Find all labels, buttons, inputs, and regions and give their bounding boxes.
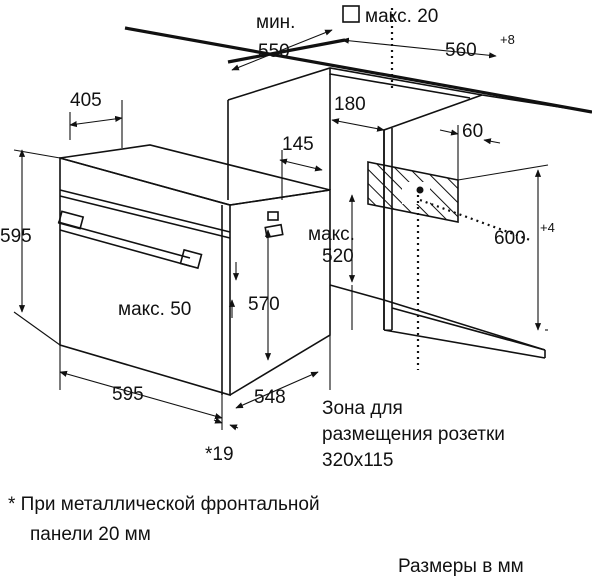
oven-door-handle [57, 210, 203, 270]
max-20-box-icon [342, 5, 360, 23]
footnote-line1: * При металлической фронтальной [8, 494, 320, 515]
depth-405-label: 405 [70, 90, 102, 111]
dim-60-label: 60 [462, 121, 483, 142]
max-20-label: макс. 20 [365, 6, 438, 27]
depth-548-label: 548 [254, 387, 286, 408]
dim-180-label: 180 [334, 94, 366, 115]
min-depth-label: 550 [258, 41, 290, 62]
niche-height-tol: +4 [540, 220, 555, 235]
bracket-icon [267, 211, 279, 221]
socket-zone-line1: Зона для [322, 398, 403, 419]
min-label: мин. [256, 12, 295, 33]
niche-width-tol: +8 [500, 32, 515, 47]
dim-145-label: 145 [282, 134, 314, 155]
dimension-lines [13, 29, 549, 431]
niche-height-label: 600 [494, 228, 526, 249]
footnote-mark-label: *19 [205, 444, 234, 465]
socket-zone-line2: размещения розетки [322, 424, 505, 445]
footnote-line2: панели 20 мм [30, 524, 151, 545]
width-595-label: 595 [112, 384, 144, 405]
units-note: Размеры в мм [398, 556, 524, 577]
oven-body [57, 144, 331, 397]
max-520-label: 520 [322, 246, 354, 267]
socket-zone-line3: 320x115 [322, 450, 394, 471]
max-520-prefix: макс. [308, 224, 355, 245]
socket-zone [367, 161, 459, 223]
max-50-label: макс. 50 [118, 299, 191, 320]
socket-depth-guide [419, 198, 531, 242]
niche-width-label: 560 [445, 40, 477, 61]
cabinet-niche [124, 26, 592, 359]
h570-label: 570 [248, 294, 280, 315]
height-595-label: 595 [0, 226, 32, 247]
